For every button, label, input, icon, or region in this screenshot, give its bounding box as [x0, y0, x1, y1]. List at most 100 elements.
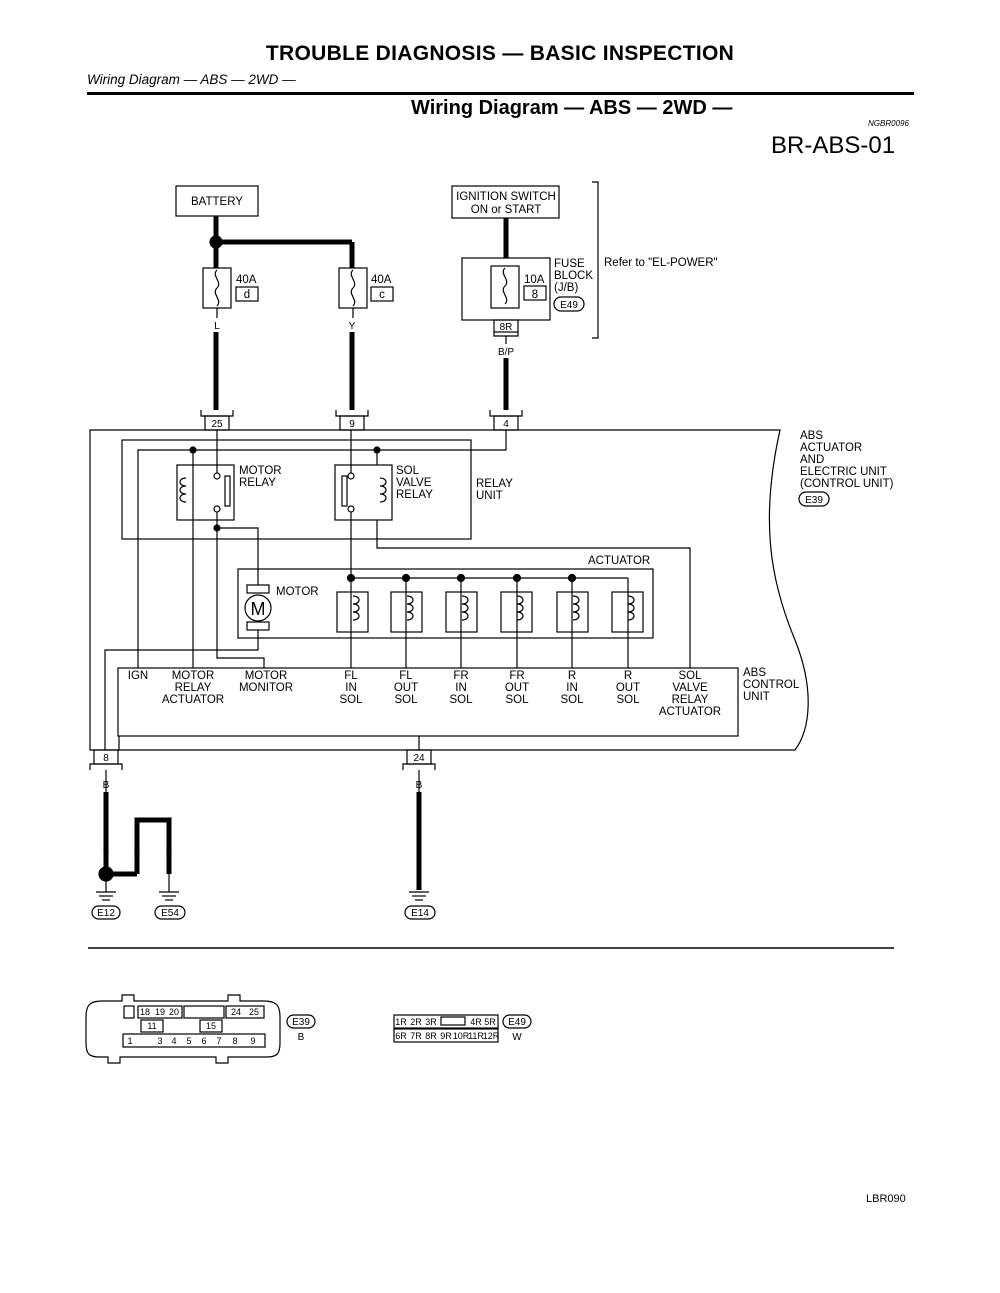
motor-label: MOTOR — [276, 586, 319, 598]
wire-color-bp: B/P — [498, 347, 514, 358]
relay-unit-label-2: UNIT — [476, 490, 503, 502]
e39-pin: 24 — [231, 1007, 241, 1017]
fuse-d-amp: 40A — [236, 274, 257, 286]
pin-9: 9 — [349, 419, 355, 430]
battery-label: BATTERY — [191, 196, 243, 208]
sol-relay-label-2: VALVE — [396, 477, 432, 489]
fuse-c-id: c — [379, 289, 385, 301]
ignition-label-2: ON or START — [471, 204, 542, 216]
internal-wires — [104, 430, 691, 750]
control-terminal-label: SOL — [505, 694, 529, 706]
control-terminal-label: FR — [509, 670, 524, 682]
e49-pin: 10R — [453, 1031, 470, 1041]
wire-b-3: B — [103, 846, 110, 857]
control-terminal-label: IN — [566, 682, 578, 694]
e49-id: E49 — [508, 1017, 526, 1028]
diagram-id: BR-ABS-01 — [771, 132, 896, 159]
control-terminal-label: SOL — [339, 694, 363, 706]
control-terminal-label: R — [568, 670, 576, 682]
e39-badge — [798, 491, 830, 507]
e39-pin: 5 — [186, 1036, 191, 1046]
control-terminal-label: IGN — [128, 670, 148, 682]
control-terminal-label: OUT — [505, 682, 529, 694]
e39-pin: 15 — [206, 1021, 216, 1031]
e39-pin: 4 — [171, 1036, 176, 1046]
ground-e14: E14 — [411, 908, 429, 919]
wire-b-4: B — [134, 846, 141, 857]
refer-bracket — [592, 181, 599, 339]
fuse-block — [461, 257, 585, 344]
junction-dots — [189, 446, 577, 583]
control-terminal-label: SOL — [394, 694, 418, 706]
e49-pin: 3R — [425, 1017, 437, 1027]
control-label-1: ABS — [743, 667, 766, 679]
e49-pin: 6R — [395, 1031, 407, 1041]
relay-unit-box — [121, 439, 472, 540]
e49-pin: 7R — [410, 1031, 422, 1041]
wire-color-l: L — [214, 321, 220, 332]
e39-pin: 9 — [250, 1036, 255, 1046]
control-terminal-label: ACTUATOR — [659, 706, 721, 718]
unit-label-5: (CONTROL UNIT) — [800, 478, 894, 490]
fuse-block-connector: E49 — [560, 300, 578, 311]
connector-e49 — [393, 1014, 532, 1043]
e39-pin: 19 — [155, 1007, 165, 1017]
motor-relay-label-2: RELAY — [239, 477, 276, 489]
e39-pin: 18 — [140, 1007, 150, 1017]
e39-id: E39 — [292, 1017, 310, 1028]
fuse-block-amp: 10A — [524, 274, 545, 286]
control-terminal-label: SOL — [449, 694, 473, 706]
control-terminal-label: IN — [455, 682, 467, 694]
pin-25: 25 — [211, 419, 223, 430]
sol-valve-relay — [334, 464, 393, 521]
pin-4: 4 — [503, 419, 509, 430]
relay-unit-label-1: RELAY — [476, 478, 513, 490]
solenoid-coils — [336, 591, 644, 633]
header-rule — [87, 92, 914, 95]
e39-pin: 20 — [169, 1007, 179, 1017]
control-terminal-label: SOL — [616, 694, 640, 706]
motor-relay-label-1: MOTOR — [239, 465, 282, 477]
e49-pin: 9R — [440, 1031, 452, 1041]
pin-8: 8 — [103, 753, 109, 764]
footer-code: LBR090 — [866, 1193, 906, 1205]
ground-symbols — [91, 866, 436, 920]
fuse-block-label-1: FUSE — [554, 258, 585, 270]
fuse-block-label-3: (J/B) — [554, 282, 578, 294]
control-terminal-label: RELAY — [175, 682, 212, 694]
motor-symbol-label: M — [251, 599, 266, 619]
ignition-label-1: IGNITION SWITCH — [456, 191, 556, 203]
e39-pin: 25 — [249, 1007, 259, 1017]
control-terminal-label: MOTOR — [245, 670, 288, 682]
refer-note: Refer to "EL-POWER" — [604, 257, 718, 269]
control-terminal-label: MOTOR — [172, 670, 215, 682]
control-terminal-label: FL — [399, 670, 413, 682]
wire-b-5: B — [166, 846, 173, 857]
control-terminal-label: MONITOR — [239, 682, 293, 694]
unit-label-1: ABS — [800, 430, 823, 442]
e39-pin: 3 — [157, 1036, 162, 1046]
e39-pin: 11 — [147, 1021, 156, 1031]
pin-24: 24 — [413, 753, 425, 764]
e39-pin: 1 — [127, 1036, 132, 1046]
motor-symbol — [244, 584, 272, 631]
control-terminal-label: SOL — [678, 670, 702, 682]
control-terminal-label: ACTUATOR — [162, 694, 224, 706]
fuse-block-id: 8 — [532, 289, 538, 301]
actuator-label: ACTUATOR — [588, 555, 650, 567]
abs-unit-outline — [89, 429, 809, 751]
e49-pin: 1R — [395, 1017, 407, 1027]
control-label-3: UNIT — [743, 691, 770, 703]
e39-color: B — [298, 1032, 305, 1043]
e39-pin: 6 — [201, 1036, 206, 1046]
control-terminal-label: RELAY — [672, 694, 709, 706]
e49-pin: 5R — [484, 1017, 496, 1027]
e39-pin-labels: 18 19 20 24 25 11 15 1 3 4 5 6 7 8 9 — [127, 1007, 259, 1046]
sol-relay-label-3: RELAY — [396, 489, 433, 501]
wire-color-y: Y — [349, 321, 356, 332]
unit-bottom-pins — [89, 749, 436, 770]
fuse-block-label-2: BLOCK — [554, 270, 593, 282]
e49-pin: 12R — [483, 1031, 500, 1041]
